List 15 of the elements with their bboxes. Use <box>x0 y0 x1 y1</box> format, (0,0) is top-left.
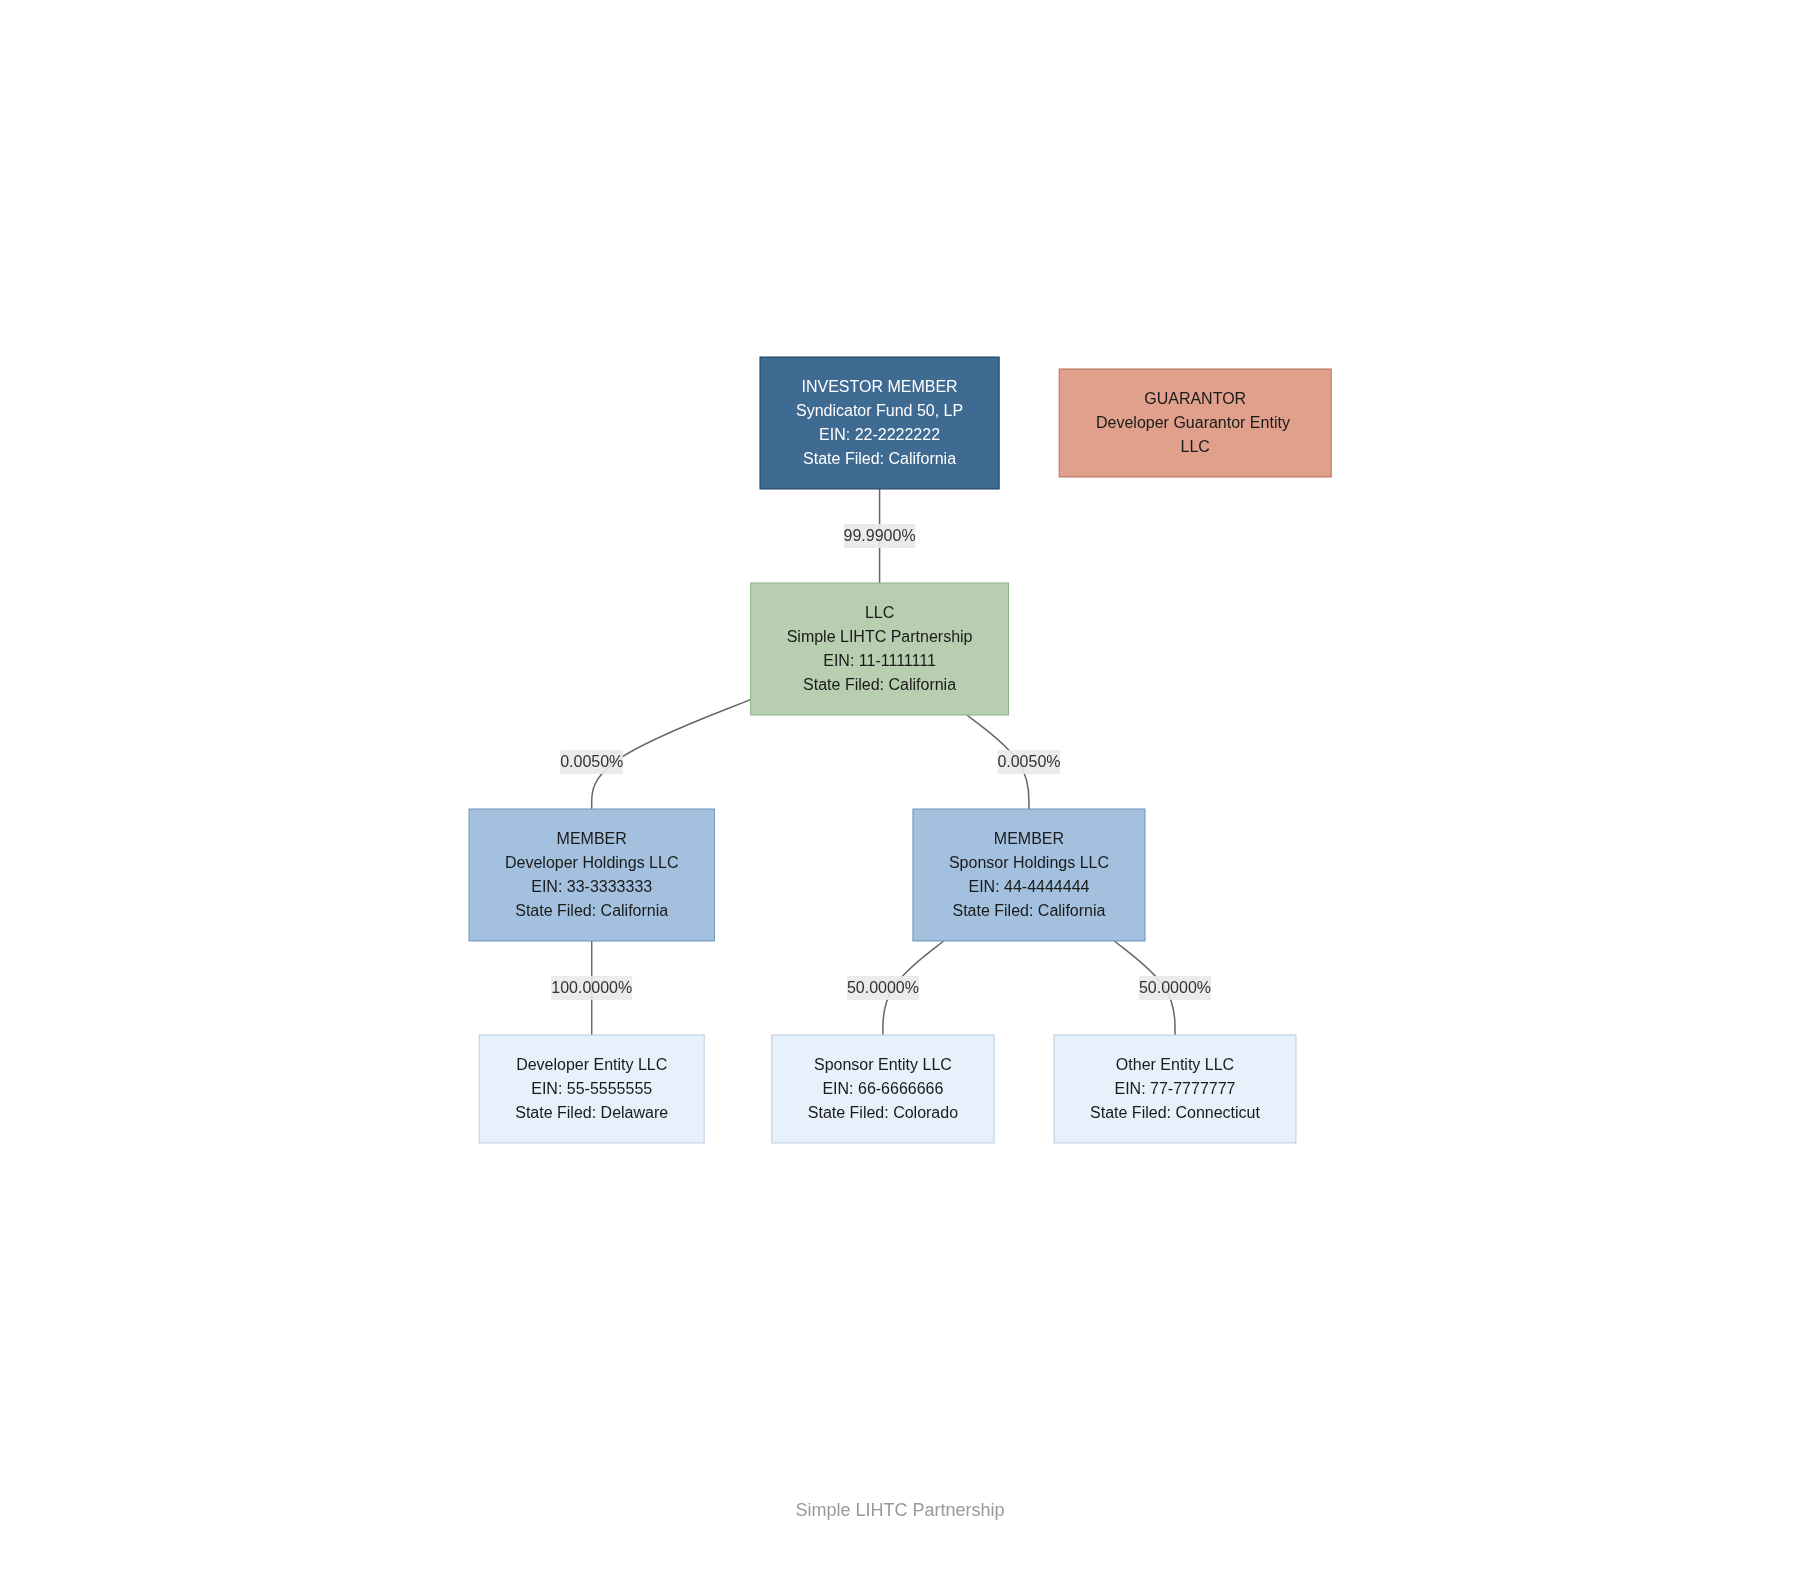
edge-label: 0.0050% <box>560 752 624 770</box>
node-box: Other Entity LLC EIN: 77-7777777 State Filed: Connecticut <box>1053 1034 1297 1144</box>
node-box: LLC Simple LIHTC Partnership EIN: 11-1111111 State Filed: California <box>750 582 1009 716</box>
node-box: Sponsor Entity LLC EIN: 66-6666666 State Filed: Colorado <box>771 1034 995 1144</box>
node-box: Developer Entity LLC EIN: 55-5555555 State Filed: Delaware <box>478 1034 705 1144</box>
node-box: INVESTOR MEMBER Syndicator Fund 50, LP EIN: 22-2222222 State Filed: California <box>759 356 1000 490</box>
edge-label: 0.0050% <box>997 752 1061 770</box>
edge-label: 50.0000% <box>846 978 919 996</box>
edge-label: 50.0000% <box>1138 978 1211 996</box>
node-box: GUARANTOR Developer Guarantor Entity LLC <box>1058 368 1332 478</box>
node-box: MEMBER Sponsor Holdings LLC EIN: 44-4444444 State Filed: California <box>912 808 1146 942</box>
edge-label: 100.0000% <box>551 978 633 996</box>
node-box: MEMBER Developer Holdings LLC EIN: 33-3333333 State Filed: California <box>468 808 715 942</box>
edge-label: 99.9900% <box>843 527 916 544</box>
footer-caption: Simple LIHTC Partnership <box>794 1500 1006 1521</box>
